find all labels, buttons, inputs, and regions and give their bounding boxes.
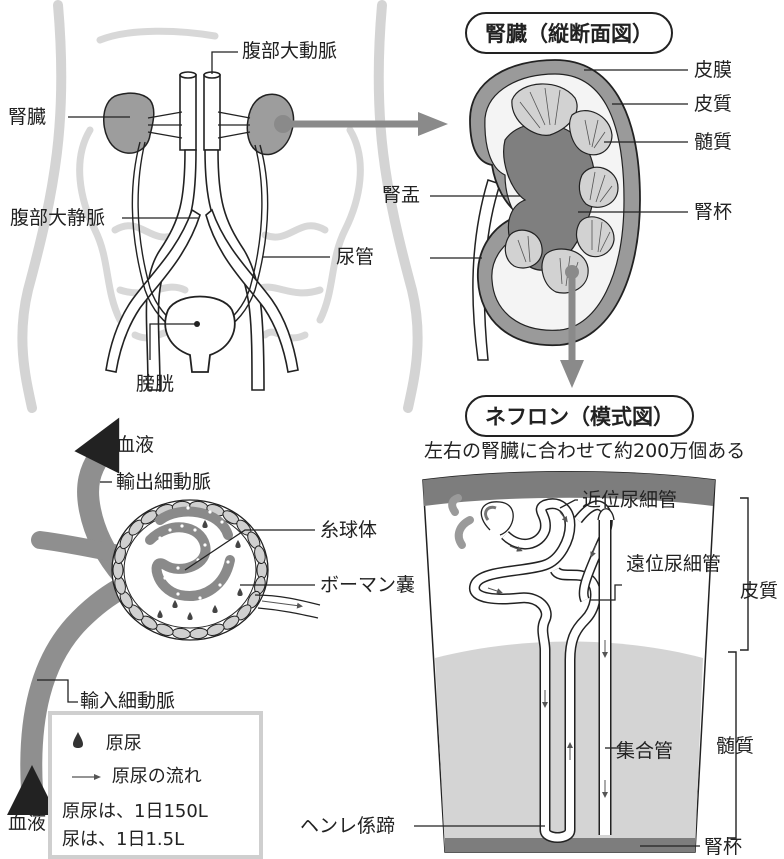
label-kidney: 腎臓	[8, 108, 46, 127]
label-blood-out: 血液	[116, 436, 154, 455]
label-abdominal-aorta: 腹部大動脈	[242, 42, 337, 61]
label-bladder: 膀胱	[136, 375, 174, 394]
bladder	[165, 297, 235, 373]
label-blood-in: 血液	[8, 814, 46, 833]
legend-primary-urine-volume: 原尿は、1日150L	[62, 797, 208, 823]
legend-box: 原尿 原尿の流れ 原尿は、1日150L 尿は、1日1.5L	[48, 711, 263, 859]
label-calyx: 腎杯	[694, 203, 732, 222]
label-distal-tubule: 遠位尿細管	[626, 555, 721, 574]
label-efferent-arteriole: 輸出細動脈	[116, 473, 211, 492]
label-renal-pelvis: 腎盂	[382, 186, 420, 205]
label-medulla: 髄質	[694, 133, 732, 152]
label-medulla-layer: 髄質	[716, 737, 754, 756]
label-cortex: 皮質	[694, 95, 732, 114]
left-kidney	[104, 93, 182, 153]
legend-flow-label: 原尿の流れ	[112, 766, 202, 787]
urine-drop-icon	[72, 731, 84, 754]
label-collecting-duct: 集合管	[616, 742, 673, 761]
label-proximal-tubule: 近位尿細管	[582, 491, 677, 510]
label-afferent-arteriole: 輸入細動脈	[80, 692, 175, 711]
legend-row-urine: 原尿	[72, 729, 142, 755]
label-bowman-capsule: ボーマン嚢	[320, 576, 415, 595]
label-ureter: 尿管	[336, 248, 374, 267]
legend-urine-volume: 尿は、1日1.5L	[62, 825, 184, 851]
label-capsule: 皮膜	[694, 61, 732, 80]
nephron-count-note: 左右の腎臓に合わせて約200万個ある	[424, 436, 745, 463]
label-nephron-calyx: 腎杯	[704, 838, 742, 857]
label-vena-cava: 腹部大静脈	[10, 209, 105, 228]
label-loop-of-henle: ヘンレ係蹄	[300, 817, 395, 836]
nephron-schematic	[423, 472, 748, 852]
nephron-title: ネフロン（模式図）	[465, 395, 694, 437]
flow-arrow-icon	[72, 766, 102, 787]
legend-urine-label: 原尿	[106, 733, 142, 754]
label-cortex-layer: 皮質	[740, 582, 778, 601]
kidney-section	[470, 60, 640, 360]
legend-row-flow: 原尿の流れ	[72, 762, 202, 788]
label-glomerulus: 糸球体	[320, 521, 377, 540]
arrow-to-section	[274, 112, 448, 136]
kidney-section-title: 腎臓（縦断面図）	[465, 12, 673, 54]
